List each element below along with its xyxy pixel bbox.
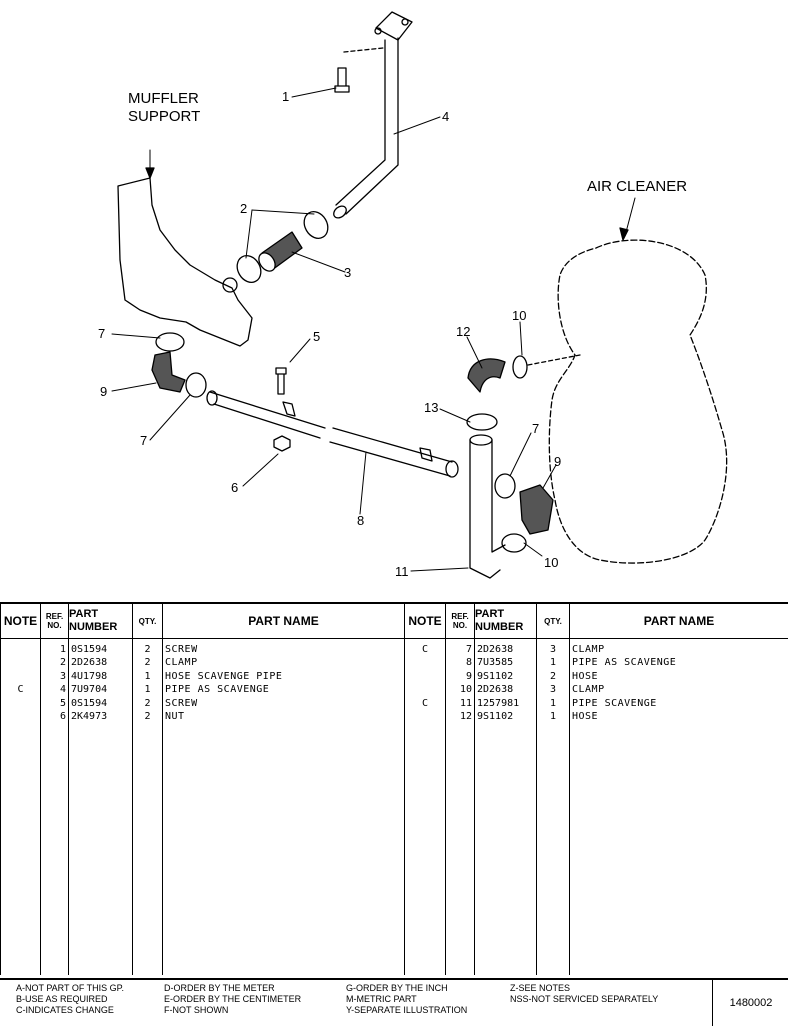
callout-11: 11	[395, 564, 409, 579]
exploded-parts-diagram: MUFFLER SUPPORT AIR CLEANER 1 2 3 4 5 6 …	[0, 0, 788, 600]
note-legend: A-NOT PART OF THIS GP. B-USE AS REQUIRED…	[0, 978, 788, 1026]
callout-7-right: 7	[532, 421, 539, 436]
screw-5	[276, 368, 286, 394]
legend-column-1: A-NOT PART OF THIS GP. B-USE AS REQUIRED…	[16, 983, 124, 1016]
clamp-10-lower	[502, 534, 526, 552]
header-note-left: NOTE	[1, 603, 41, 639]
callout-8: 8	[357, 513, 364, 528]
arrow-head-muffler	[146, 168, 154, 178]
hose-9-left	[152, 352, 185, 392]
legend-column-3: G-ORDER BY THE INCH M-METRIC PART Y-SEPA…	[346, 983, 467, 1016]
table-row: 5 0S1594 2 SCREW C 11 1257981 1 PIPE SCA…	[1, 697, 788, 710]
hose-9-right	[520, 485, 553, 534]
pipe-4-flange	[376, 12, 412, 40]
figure-number: 1480002	[712, 980, 788, 1026]
air-cleaner-outline	[549, 240, 726, 563]
header-ref-left: REF.NO.	[41, 603, 69, 639]
muffler-label-line1: MUFFLER	[128, 90, 199, 107]
clamp-2-upper	[299, 207, 332, 242]
clamp-7-left	[156, 333, 184, 351]
callout-9-right: 9	[554, 454, 561, 469]
hose-12	[468, 359, 505, 392]
table-row: 6 2K4973 2 NUT 12 9S1102 1 HOSE	[1, 710, 788, 723]
pipe-4-upper	[336, 40, 385, 205]
clamp-7-right	[495, 474, 515, 498]
callout-5: 5	[313, 329, 320, 344]
callout-4: 4	[442, 109, 449, 124]
air-cleaner-label: AIR CLEANER	[587, 178, 687, 195]
callout-7-left: 7	[98, 326, 105, 341]
header-name-right: PART NAME	[570, 603, 788, 639]
callout-7-lower: 7	[140, 433, 147, 448]
legend-column-2: D-ORDER BY THE METER E-ORDER BY THE CENT…	[164, 983, 301, 1016]
legend-column-4: Z-SEE NOTES NSS-NOT SERVICED SEPARATELY	[510, 983, 658, 1005]
pipe-8	[210, 392, 325, 438]
table-row: C 4 7U9704 1 PIPE AS SCAVENGE 10 2D2638 …	[1, 683, 788, 696]
callout-12: 12	[456, 324, 470, 339]
header-note-right: NOTE	[405, 603, 446, 639]
clamp-10-upper	[513, 356, 527, 378]
table-row: 1 0S1594 2 SCREW C 7 2D2638 3 CLAMP	[1, 639, 788, 657]
table-row: 3 4U1798 1 HOSE SCAVENGE PIPE 9 9S1102 2…	[1, 670, 788, 683]
muffler-support-outline	[118, 178, 252, 346]
callout-13: 13	[424, 400, 438, 415]
pipe-11	[470, 440, 505, 578]
header-name-left: PART NAME	[163, 603, 405, 639]
callout-1: 1	[282, 89, 289, 104]
clamp-7-lower	[186, 373, 206, 397]
screw-1	[335, 68, 349, 92]
header-qty-right: QTY.	[537, 603, 570, 639]
callout-6: 6	[231, 480, 238, 495]
nut-6	[274, 436, 290, 451]
callout-2: 2	[240, 201, 247, 216]
header-ref-right: REF.NO.	[446, 603, 475, 639]
table-row: 2 2D2638 2 CLAMP 8 7U3585 1 PIPE AS SCAV…	[1, 656, 788, 669]
callout-3: 3	[344, 265, 351, 280]
clamp-13	[467, 414, 497, 430]
arrow-head-air-cleaner	[620, 228, 628, 240]
callout-9-left: 9	[100, 384, 107, 399]
callout-10-lower: 10	[544, 555, 558, 570]
muffler-label-line2: SUPPORT	[128, 108, 200, 125]
table-filler-row	[1, 723, 788, 975]
callout-10-upper: 10	[512, 308, 526, 323]
header-qty-left: QTY.	[133, 603, 163, 639]
